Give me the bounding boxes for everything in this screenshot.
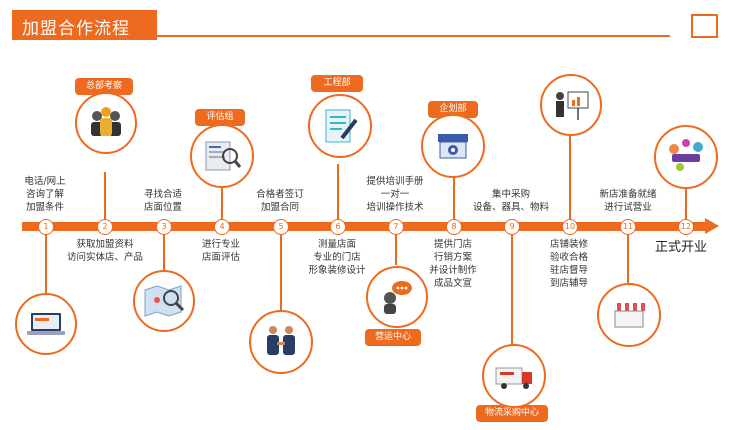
step-circle-3 <box>133 270 195 332</box>
step-node-8: 8 <box>446 219 462 235</box>
team-icon <box>91 107 121 136</box>
delivery-truck-icon <box>495 367 532 389</box>
step-text-8: 提供门店 行销方案 并设计制作 成品文宣 <box>429 239 477 289</box>
connector <box>337 164 339 220</box>
step-text-11: 新店准备就绪 进行试营业 <box>599 189 657 213</box>
step-text-9: 集中采购 设备、器具、物料 <box>472 189 549 213</box>
step-node-3: 3 <box>156 219 172 235</box>
connector <box>569 132 571 220</box>
dept-tag-operations: 营运中心 <box>365 329 421 346</box>
step-text-12: 正式开业 <box>655 240 708 255</box>
connector <box>627 233 629 283</box>
connector <box>221 184 223 220</box>
corner-decoration <box>691 14 718 38</box>
step-circle-1 <box>15 293 77 355</box>
step-node-4: 4 <box>214 219 230 235</box>
step-text-2: 获取加盟资料 访问实体店、产品 <box>66 239 143 263</box>
step-circle-5 <box>249 310 313 374</box>
title-underline <box>157 35 670 37</box>
connector <box>511 233 513 345</box>
step-text-4: 进行专业 店面评估 <box>201 239 240 263</box>
step-node-1: 1 <box>38 219 54 235</box>
connector <box>104 172 106 220</box>
dept-tag-engineering: 工程部 <box>311 75 363 92</box>
step-text-5: 合格者签订 加盟合同 <box>256 189 304 213</box>
handshake-icon <box>267 326 295 355</box>
step-node-5: 5 <box>273 219 289 235</box>
step-node-6: 6 <box>330 219 346 235</box>
connector <box>453 166 455 220</box>
step-circle-6 <box>308 94 372 158</box>
shop-gear-icon <box>438 134 468 159</box>
checklist-icon <box>325 109 358 143</box>
step-text-1: 电话/网上 咨询了解 加盟条件 <box>24 176 66 213</box>
dept-tag-eval: 评估组 <box>195 109 245 126</box>
laptop-icon <box>27 313 65 335</box>
step-text-6: 测量店面 专业的门店 形象装修设计 <box>308 239 366 276</box>
step-circle-2 <box>75 92 137 154</box>
chat-icon <box>384 281 412 314</box>
connector <box>45 233 47 295</box>
step-node-10: 10 <box>562 219 578 235</box>
step-circle-12 <box>654 125 718 189</box>
step-text-7: 提供培训手册 一对一 培训操作技术 <box>366 176 424 213</box>
connector <box>685 185 687 220</box>
step-circle-9 <box>482 344 546 408</box>
step-node-7: 7 <box>388 219 404 235</box>
dept-tag-planning: 企划部 <box>428 101 478 118</box>
step-circle-10 <box>540 74 602 136</box>
dept-tag-hq: 总部考察 <box>75 78 133 95</box>
step-node-2: 2 <box>97 219 113 235</box>
step-circle-11 <box>597 283 661 347</box>
connector <box>395 233 397 265</box>
storefront-icon <box>613 303 645 328</box>
step-text-3: 寻找合适 店面位置 <box>143 189 182 213</box>
step-node-11: 11 <box>620 219 636 235</box>
connector <box>163 233 165 271</box>
step-text-10: 店铺装修 验收合格 驻店督导 到店辅导 <box>549 239 588 289</box>
step-circle-8 <box>421 114 485 178</box>
dept-tag-logistics: 物流采购中心 <box>476 405 548 422</box>
timeline-bar <box>22 222 708 231</box>
report-icon <box>205 141 242 171</box>
grand-open-icon <box>669 139 703 171</box>
step-circle-4 <box>190 124 254 188</box>
step-node-9: 9 <box>504 219 520 235</box>
page-title: 加盟合作流程 <box>22 19 130 39</box>
timeline-arrow-icon <box>705 218 719 234</box>
presentation-icon <box>556 91 589 120</box>
title-bar: 加盟合作流程 <box>12 10 157 40</box>
step-circle-7 <box>366 266 428 328</box>
step-node-12: 12 <box>678 219 694 235</box>
connector <box>280 233 282 311</box>
map-search-icon <box>144 285 185 317</box>
